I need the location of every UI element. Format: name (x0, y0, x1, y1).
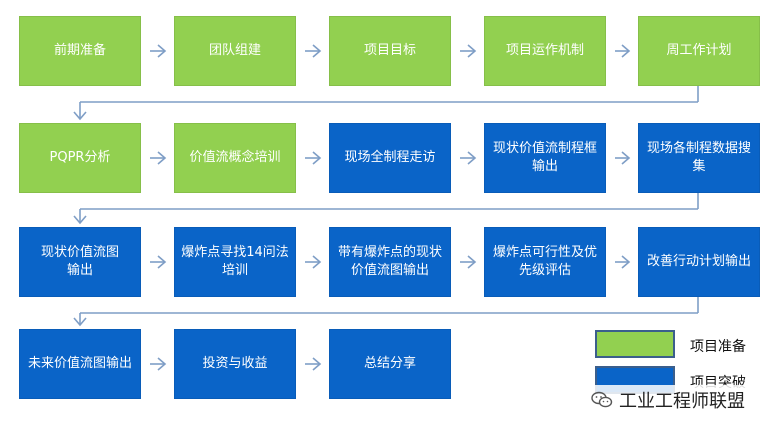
step-box-r1-c3: 项目目标 (329, 16, 451, 86)
arrow-r3-c3-head (467, 255, 477, 269)
arrow-r2-c4-head (621, 151, 631, 165)
step-box-r1-c5: 周工作计划 (638, 16, 760, 86)
arrow-r3-c2-head (312, 255, 322, 269)
arrow-r3-c4-head (621, 255, 631, 269)
step-box-r1-c4: 项目运作机制 (484, 16, 606, 86)
arrow-r2-c2-head (312, 151, 322, 165)
step-box-r3-c3: 带有爆炸点的现状 价值流图输出 (329, 227, 451, 297)
legend-swatch-prep (595, 330, 675, 358)
wrap-r2-drop-head (73, 215, 87, 225)
step-box-r4-c1: 未来价值流图输出 (19, 329, 141, 399)
arrow-r1-c1-head (157, 44, 167, 58)
arrow-r4-c2-head (312, 357, 322, 371)
arrow-r1-c2-head (312, 44, 322, 58)
wrap-r3-drop-head (73, 317, 87, 327)
legend-label-prep: 项目准备 (690, 339, 746, 355)
arrow-r1-c3-head (467, 44, 477, 58)
arrow-r4-c1-head (157, 357, 167, 371)
step-box-r3-c1: 现状价值流图 输出 (19, 227, 141, 297)
step-box-r2-c4: 现状价值流制程框 输出 (484, 123, 606, 193)
wrap-r1-drop-head (73, 111, 87, 121)
step-box-r4-c3: 总结分享 (329, 329, 451, 399)
step-box-r3-c5: 改善行动计划输出 (638, 227, 760, 297)
step-box-r1-c2: 团队组建 (174, 16, 296, 86)
watermark: 工业工程师联盟 (587, 385, 749, 415)
step-box-r3-c2: 爆炸点寻找14问法 培训 (174, 227, 296, 297)
step-box-r2-c1: PQPR分析 (19, 123, 141, 193)
step-box-r1-c1: 前期准备 (19, 16, 141, 86)
step-box-r3-c4: 爆炸点可行性及优 先级评估 (484, 227, 606, 297)
step-box-r2-c5: 现场各制程数据搜 集 (638, 123, 760, 193)
arrow-r2-c1-head (157, 151, 167, 165)
arrow-r2-c3-head (467, 151, 477, 165)
wechat-icon (591, 391, 613, 408)
step-box-r2-c3: 现场全制程走访 (329, 123, 451, 193)
arrow-r3-c1-head (157, 255, 167, 269)
watermark-text: 工业工程师联盟 (619, 391, 745, 412)
step-box-r2-c2: 价值流概念培训 (174, 123, 296, 193)
arrow-r1-c4-head (621, 44, 631, 58)
step-box-r4-c2: 投资与收益 (174, 329, 296, 399)
